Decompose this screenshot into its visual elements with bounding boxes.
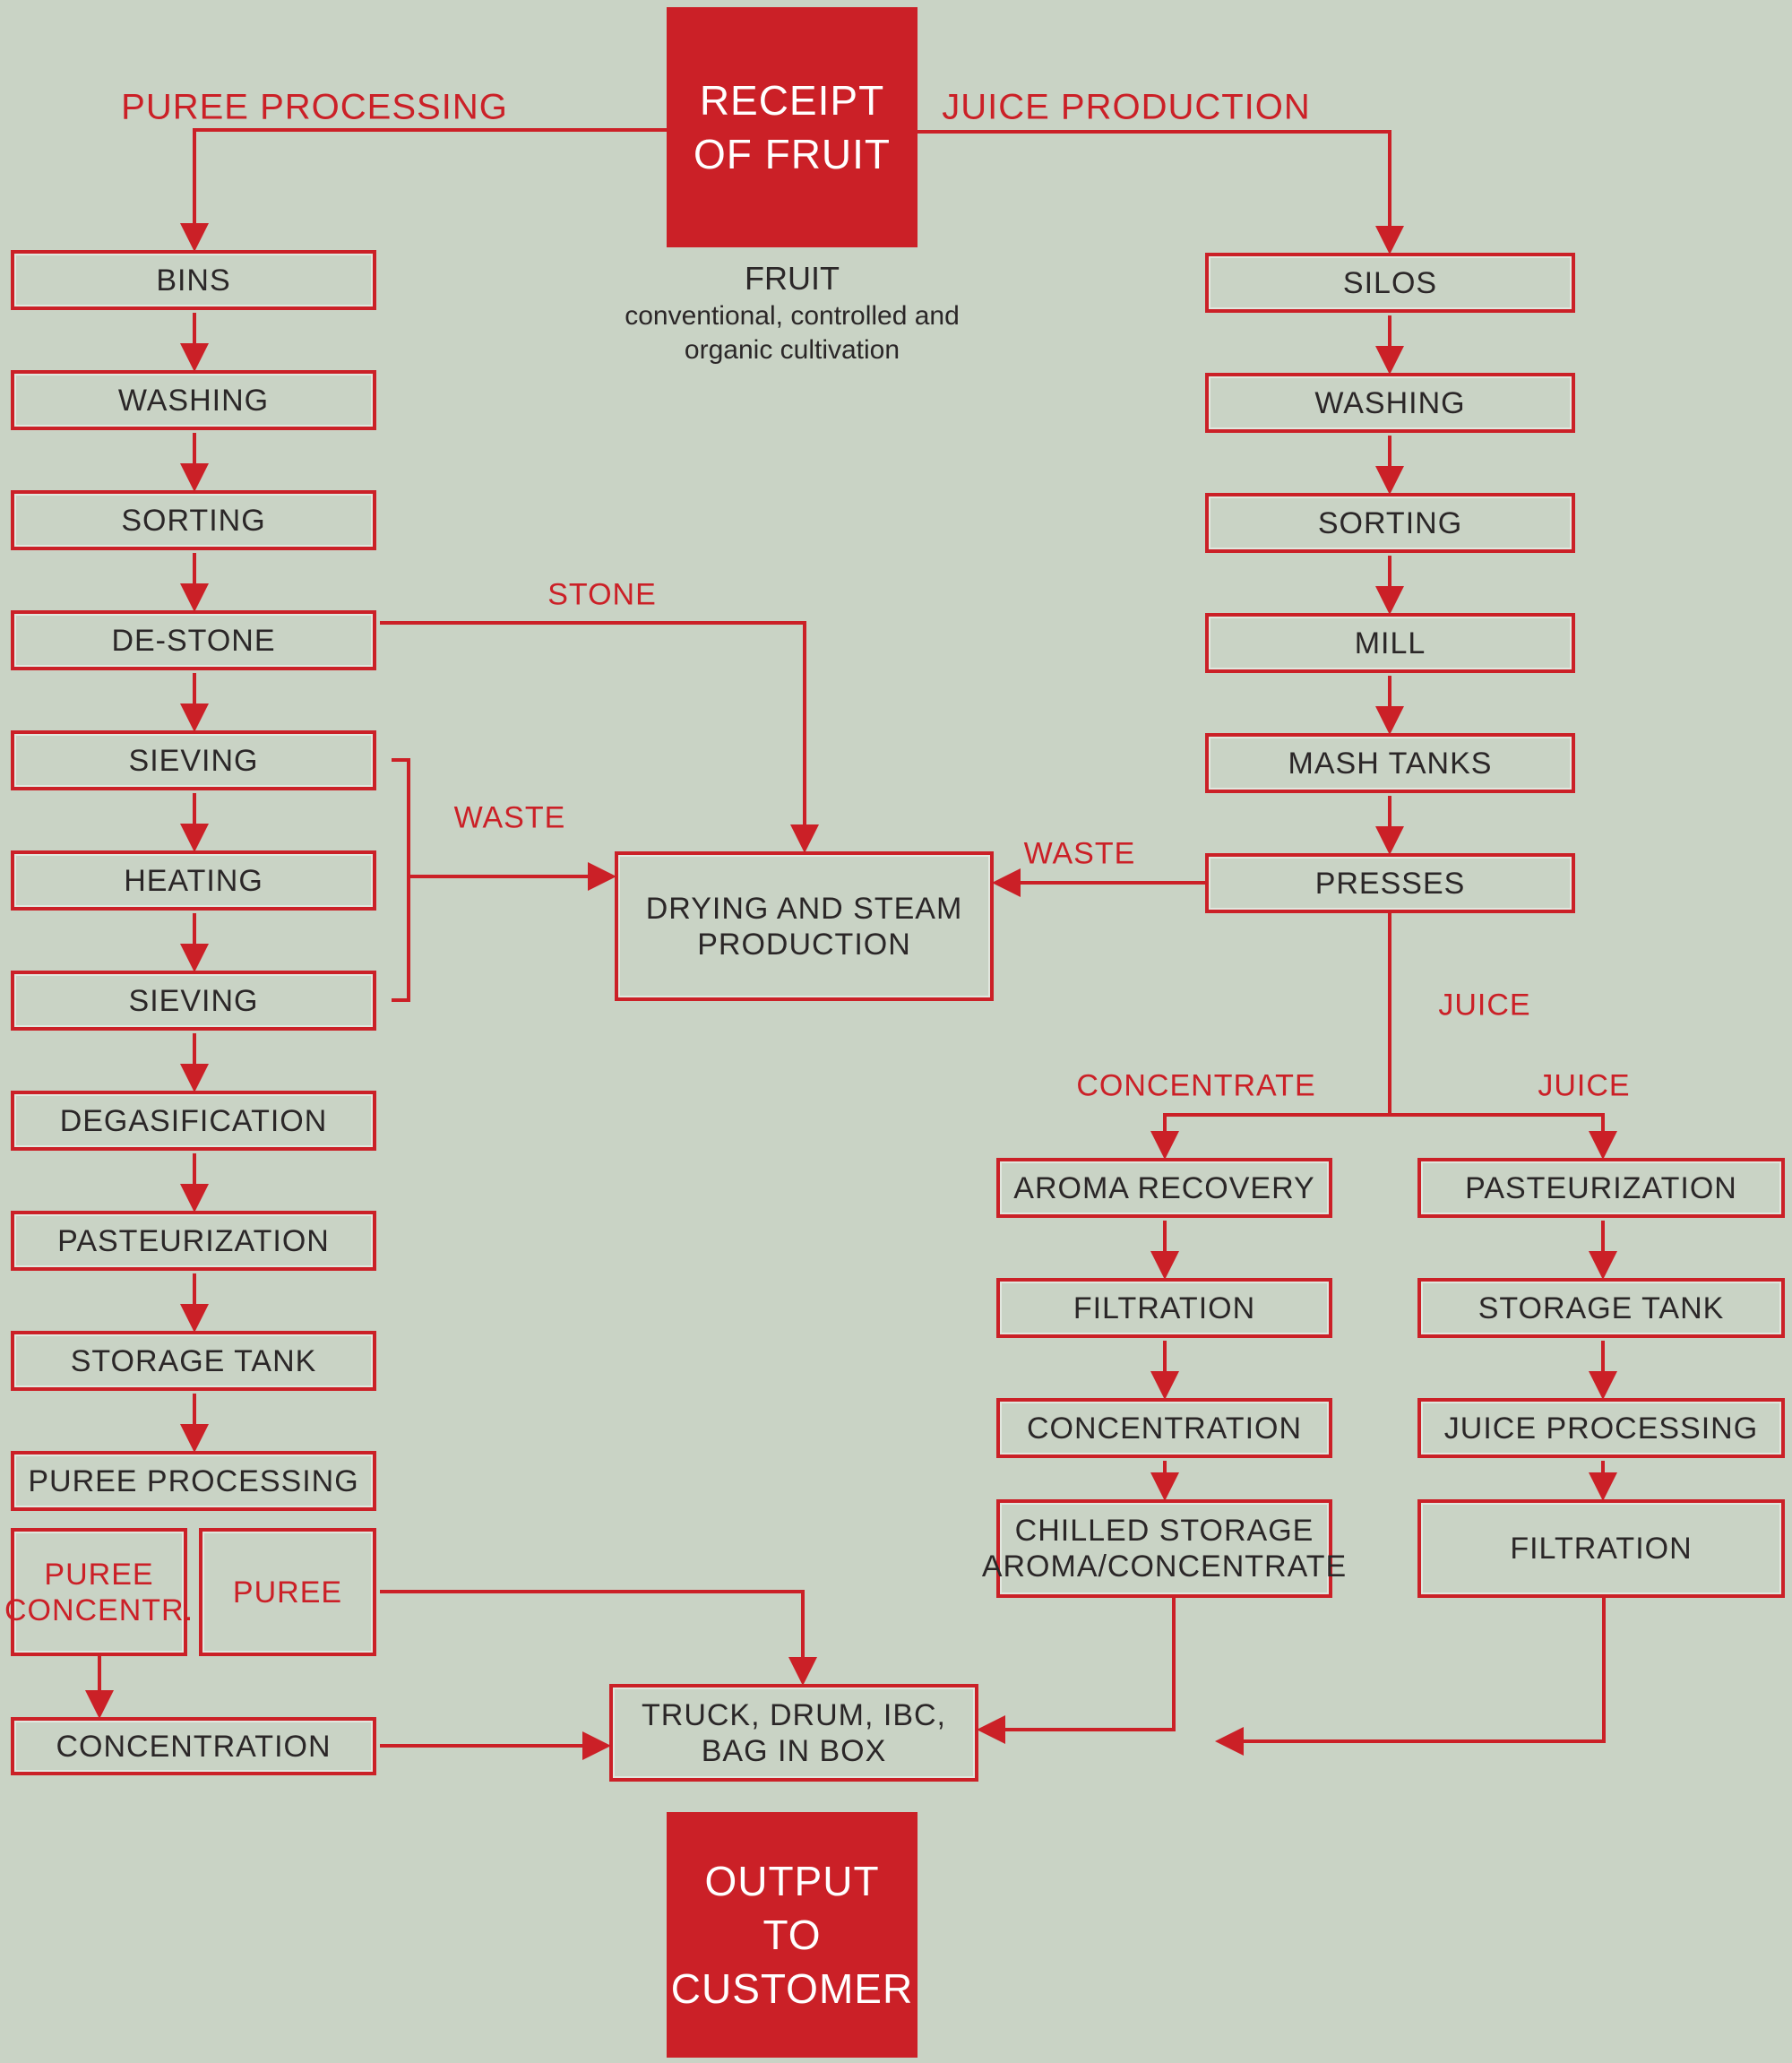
box-puree: PUREE — [199, 1528, 376, 1656]
box-drying-steam-production: DRYING AND STEAM PRODUCTION — [615, 851, 994, 1001]
chilled-storage-line1: CHILLED STORAGE — [1014, 1514, 1314, 1548]
box-washing-right: WASHING — [1205, 373, 1575, 433]
box-sorting-left: SORTING — [11, 490, 376, 550]
customer-line1: OUTPUT — [704, 1858, 880, 1904]
label-concentrate-branch: CONCENTRATE — [1076, 1068, 1316, 1103]
customer-line3: CUSTOMER — [670, 1965, 914, 2012]
label-juice-from-presses: JUICE — [1438, 988, 1531, 1023]
label-stone: STONE — [547, 577, 657, 612]
wire-destone-stone-to-drying — [380, 621, 819, 853]
bracket-sieving-waste — [392, 758, 410, 1002]
box-presses: PRESSES — [1205, 853, 1575, 913]
fruit-note-line2: organic cultivation — [684, 335, 900, 365]
truck-line2: BAG IN BOX — [701, 1733, 887, 1768]
box-storage-tank-right: STORAGE TANK — [1417, 1278, 1785, 1338]
label-puree-processing-branch: PUREE PROCESSING — [121, 87, 508, 127]
box-filtration-juice: FILTRATION — [1417, 1499, 1785, 1598]
label-waste-right: WASTE — [1023, 836, 1136, 871]
puree-concentrate-line1: PUREE — [44, 1557, 154, 1592]
box-mill: MILL — [1205, 613, 1575, 673]
box-mash-tanks: MASH TANKS — [1205, 733, 1575, 793]
box-washing-left: WASHING — [11, 370, 376, 430]
box-concentration-left: CONCENTRATION — [11, 1717, 376, 1775]
box-bins: BINS — [11, 250, 376, 310]
label-juice-branch: JUICE — [1538, 1068, 1631, 1103]
box-pasteurization-left: PASTEURIZATION — [11, 1211, 376, 1271]
box-puree-processing: PUREE PROCESSING — [11, 1451, 376, 1511]
fruit-note-title: FRUIT — [745, 260, 840, 297]
box-heating: HEATING — [11, 850, 376, 911]
box-storage-tank-left: STORAGE TANK — [11, 1331, 376, 1391]
wire-presses-to-pasteurization — [1390, 1113, 1617, 1160]
truck-line1: TRUCK, DRUM, IBC, — [642, 1697, 946, 1732]
box-concentration-right: CONCENTRATION — [996, 1398, 1332, 1458]
box-chilled-storage: CHILLED STORAGE AROMA/CONCENTRATE — [982, 1499, 1346, 1598]
box-sorting-right: SORTING — [1205, 493, 1575, 553]
wire-receipt-to-bins — [180, 128, 667, 252]
drying-line2: PRODUCTION — [697, 927, 911, 962]
label-juice-production-branch: JUICE PRODUCTION — [942, 87, 1311, 127]
box-aroma-recovery: AROMA RECOVERY — [996, 1158, 1332, 1218]
drying-line1: DRYING AND STEAM — [645, 891, 963, 926]
wire-filtration-to-truck — [1215, 1598, 1606, 1756]
box-filtration-concentrate: FILTRATION — [996, 1278, 1332, 1338]
wire-receipt-to-silos — [918, 130, 1404, 255]
output-to-customer-box: OUTPUT TO CUSTOMER — [667, 1812, 918, 2058]
box-truck-drum-ibc: TRUCK, DRUM, IBC, BAG IN BOX — [609, 1684, 978, 1782]
wire-presses-to-aromarecovery — [1150, 913, 1391, 1160]
box-puree-concentrate: PUREE CONCENTR. — [4, 1528, 193, 1656]
box-sieving-1: SIEVING — [11, 730, 376, 790]
fruit-note-line1: conventional, controlled and — [625, 301, 960, 331]
wire-chilled-to-truck — [977, 1598, 1176, 1744]
box-destone: DE-STONE — [11, 610, 376, 670]
receipt-of-fruit-box: RECEIPT OF FRUIT — [667, 7, 918, 247]
box-degasification: DEGASIFICATION — [11, 1091, 376, 1151]
box-juice-processing: JUICE PROCESSING — [1417, 1398, 1785, 1458]
box-pasteurization-right: PASTEURIZATION — [1417, 1158, 1785, 1218]
customer-line2: TO — [762, 1912, 822, 1958]
box-sieving-2: SIEVING — [11, 971, 376, 1031]
receipt-line1: RECEIPT — [699, 77, 885, 124]
receipt-line2: OF FRUIT — [693, 131, 892, 177]
fruit-note: FRUIT conventional, controlled and organ… — [625, 258, 960, 367]
puree-concentrate-line2: CONCENTR. — [4, 1593, 194, 1627]
label-waste-left: WASTE — [453, 800, 566, 835]
chilled-storage-line2: AROMA/CONCENTRATE — [981, 1549, 1348, 1584]
box-silos: SILOS — [1205, 253, 1575, 313]
wire-puree-to-truck — [380, 1590, 817, 1686]
